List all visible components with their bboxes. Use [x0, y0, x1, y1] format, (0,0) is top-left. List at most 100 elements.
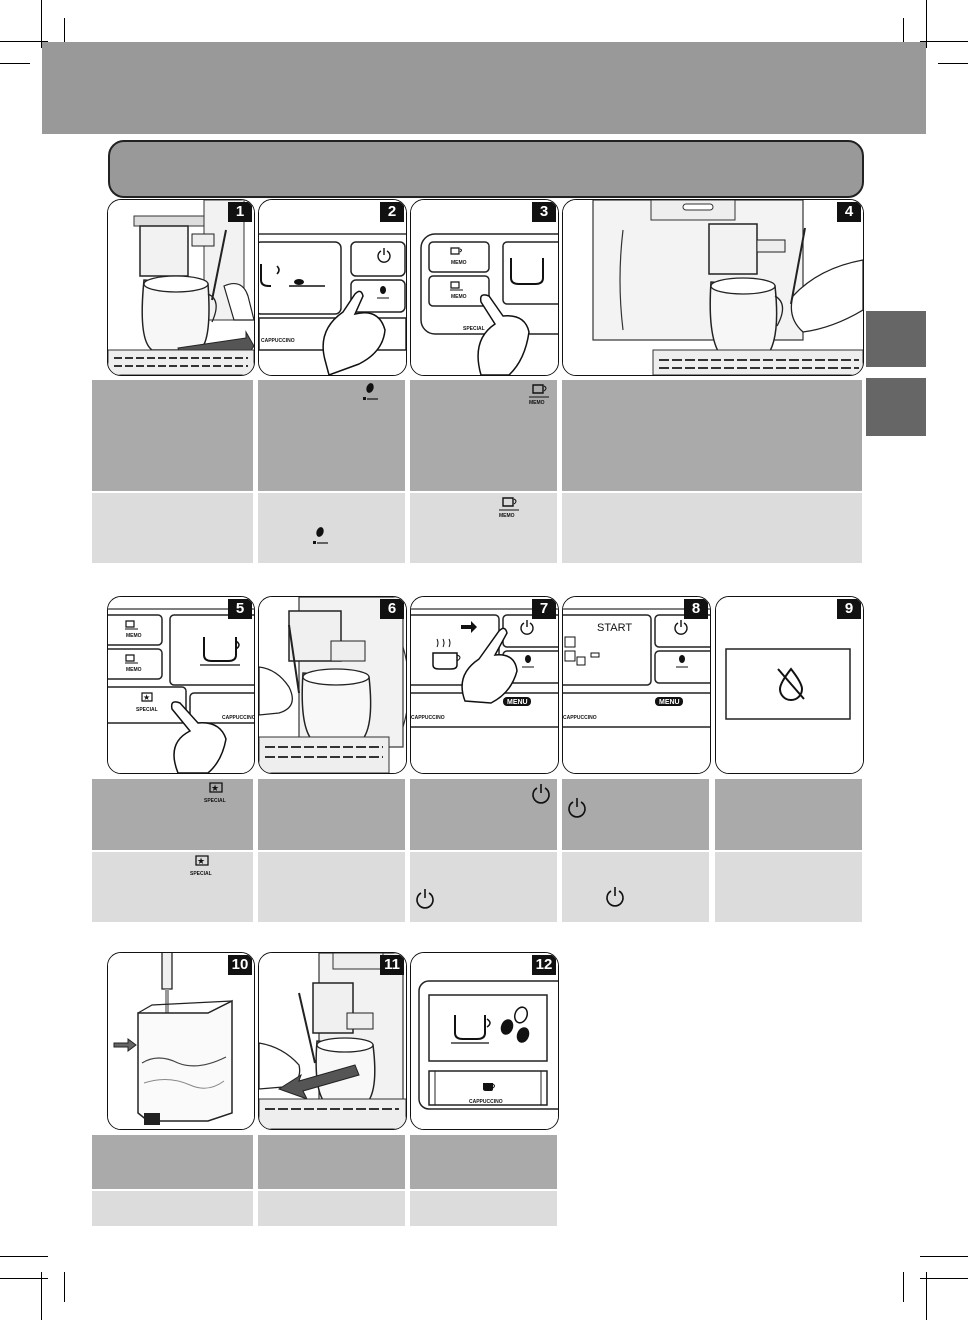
- step-2-text-block-alt: [258, 493, 405, 563]
- crop-mark: [926, 1272, 927, 1320]
- coffee-bean-icon: [308, 526, 330, 553]
- special-label: SPECIAL: [190, 871, 212, 877]
- power-icon: [566, 797, 588, 824]
- step-3-drawing: MEMO MEMO SPECIAL: [411, 200, 558, 375]
- section-title-bar: [108, 140, 864, 198]
- step-8-drawing: START MENU CAPPUCCINO: [563, 597, 710, 773]
- step-10-text-block: [92, 1135, 253, 1189]
- step-11-text-block: [258, 1135, 405, 1189]
- crop-mark: [903, 1272, 904, 1302]
- step-1-text-block-alt: [92, 493, 253, 563]
- step-2-text-block: [258, 380, 405, 491]
- svg-text:★: ★: [143, 693, 150, 702]
- step-1-drawing: [108, 200, 254, 375]
- step-10-illustration: 10: [107, 952, 255, 1130]
- step-number: 7: [532, 599, 556, 619]
- special-star-cup-icon: ★ SPECIAL: [202, 781, 232, 810]
- step-number: 1: [228, 202, 252, 222]
- step-9-text-block: [715, 779, 862, 850]
- svg-text:★: ★: [197, 857, 205, 867]
- step-9-drawing: [716, 597, 863, 773]
- step-11-text-block-alt: [258, 1191, 405, 1226]
- memo-label: MEMO: [451, 260, 467, 266]
- cappuccino-label: CAPPUCCINO: [563, 715, 597, 721]
- cappuccino-label: CAPPUCCINO: [469, 1099, 503, 1105]
- step-number: 10: [228, 955, 252, 975]
- crop-mark: [0, 63, 30, 64]
- step-number: 4: [837, 202, 861, 222]
- special-label: SPECIAL: [136, 707, 158, 713]
- step-3-text-block-alt: MEMO: [410, 493, 557, 563]
- memo-label: MEMO: [126, 667, 142, 673]
- step-9-text-block-alt: [715, 852, 862, 922]
- memo-cup-icon: MEMO: [526, 382, 552, 413]
- crop-mark: [926, 0, 927, 48]
- step-number: 6: [380, 599, 404, 619]
- memo-label: MEMO: [499, 513, 515, 518]
- step-number: 12: [532, 955, 556, 975]
- crop-mark: [903, 18, 904, 48]
- step-6-text-block-alt: [258, 852, 405, 922]
- step-10-text-block-alt: [92, 1191, 253, 1226]
- step-12-text-block-alt: [410, 1191, 557, 1226]
- step-5-text-block: ★ SPECIAL: [92, 779, 253, 850]
- step-number: 8: [684, 599, 708, 619]
- step-12-drawing: CAPPUCCINO: [411, 953, 558, 1129]
- memo-label: MEMO: [451, 294, 467, 300]
- step-7-drawing: MENU CAPPUCCINO: [411, 597, 558, 773]
- coffee-bean-icon: [358, 382, 380, 409]
- header-band: [42, 42, 926, 134]
- crop-mark: [41, 1272, 42, 1320]
- step-6-text-block: [258, 779, 405, 850]
- svg-text:★: ★: [211, 784, 219, 794]
- crop-mark: [0, 41, 48, 42]
- crop-mark: [0, 1278, 48, 1279]
- step-5-text-block-alt: ★ SPECIAL: [92, 852, 253, 922]
- step-12-text-block: [410, 1135, 557, 1189]
- step-3-illustration: MEMO MEMO SPECIAL 3: [410, 199, 559, 376]
- step-number: 2: [380, 202, 404, 222]
- step-4-illustration: 4: [562, 199, 864, 376]
- memo-label: MEMO: [126, 633, 142, 639]
- special-star-cup-icon: ★ SPECIAL: [188, 854, 218, 883]
- menu-label: MENU: [659, 699, 680, 706]
- step-8-text-block: [562, 779, 709, 850]
- step-6-illustration: 6: [258, 596, 407, 774]
- crop-mark: [0, 1256, 48, 1257]
- crop-mark: [920, 41, 968, 42]
- crop-mark: [920, 1278, 968, 1279]
- crop-mark: [64, 1272, 65, 1302]
- power-icon: [530, 783, 552, 810]
- step-9-illustration: 9: [715, 596, 864, 774]
- step-number: 5: [228, 599, 252, 619]
- step-7-text-block: [410, 779, 557, 850]
- step-7-text-block-alt: [410, 852, 557, 922]
- side-tab-upper: [866, 311, 926, 367]
- step-3-text-block: MEMO: [410, 380, 557, 491]
- crop-mark: [41, 0, 42, 48]
- special-label: SPECIAL: [204, 798, 226, 804]
- power-icon: [414, 888, 436, 915]
- step-6-drawing: [259, 597, 406, 773]
- step-5-illustration: MEMO MEMO SPECIAL CAPPUCCINO ★ 5: [107, 596, 255, 774]
- step-8-text-block-alt: [562, 852, 709, 922]
- power-icon: [604, 886, 626, 913]
- step-11-illustration: 11: [258, 952, 407, 1130]
- cappuccino-label: CAPPUCCINO: [261, 338, 295, 344]
- step-number: 11: [380, 955, 404, 975]
- crop-mark: [938, 63, 968, 64]
- step-10-drawing: [108, 953, 254, 1129]
- step-1-illustration: 1: [107, 199, 255, 376]
- crop-mark: [64, 18, 65, 48]
- menu-label: MENU: [507, 699, 528, 706]
- cappuccino-label: CAPPUCCINO: [222, 715, 254, 721]
- memo-cup-icon: MEMO: [496, 495, 522, 526]
- step-8-illustration: START MENU CAPPUCCINO 8: [562, 596, 711, 774]
- step-4-text-block: [562, 380, 862, 491]
- side-tab-lower: [866, 378, 926, 436]
- step-4-drawing: [563, 200, 863, 375]
- step-11-drawing: [259, 953, 406, 1129]
- step-2-illustration: MENU CAPPUCCINO 2: [258, 199, 407, 376]
- step-5-drawing: MEMO MEMO SPECIAL CAPPUCCINO: [108, 597, 254, 773]
- cappuccino-label: CAPPUCCINO: [411, 715, 445, 721]
